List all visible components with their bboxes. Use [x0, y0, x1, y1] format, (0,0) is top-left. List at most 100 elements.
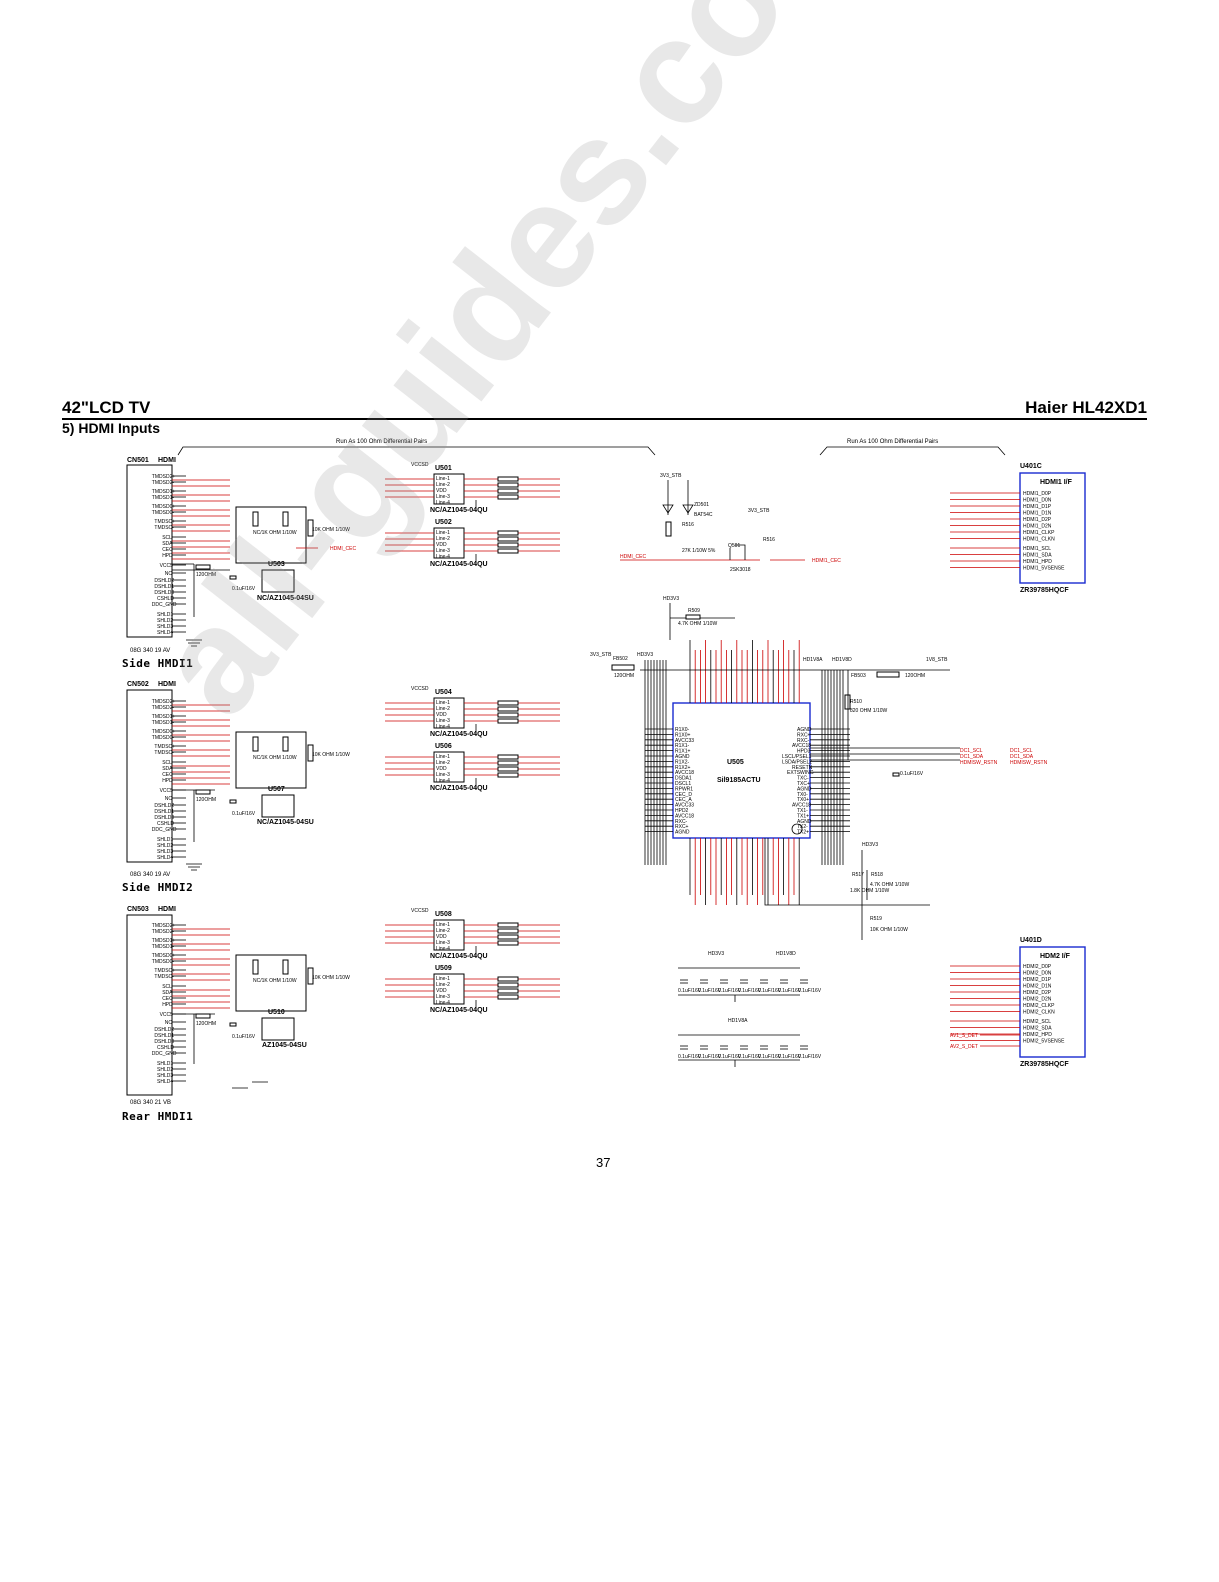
- u505-right-pin: RESETN: [792, 765, 813, 771]
- ferrite-bead: [497, 494, 519, 500]
- svg-text:FB503: FB503: [851, 673, 866, 679]
- interface-pin: HDMI1_SDA: [1023, 553, 1052, 559]
- esd-pin-label: Line-3: [436, 718, 450, 724]
- svg-text:0.1uF/16V: 0.1uF/16V: [900, 771, 924, 777]
- esd-pin-label: Line-2: [436, 536, 450, 542]
- ferrite-bead: [497, 940, 519, 946]
- u505-left-pin: RXC+: [675, 824, 689, 830]
- esd-part-label: NC/AZ1045-04QU: [430, 561, 488, 568]
- svg-text:10K OHM 1/10W: 10K OHM 1/10W: [312, 975, 350, 981]
- esd-ic-label: U509: [435, 965, 452, 972]
- esd-part-label: NC/AZ1045-04QU: [430, 1007, 488, 1014]
- soc-hdmi2-interface: U401D HDM2 I/F ZR39785HQCF AV1_S_DET AV2…: [950, 937, 1086, 1068]
- interface-pin: HDMI1_D0P: [1023, 491, 1052, 497]
- connector-pin-label: CEC: [162, 772, 173, 778]
- esd-ic-body: [433, 751, 465, 783]
- interface-pin: HDMI2_D0P: [1023, 964, 1052, 970]
- document-title: 42"LCD TV: [62, 398, 151, 417]
- connector-pin-label: TMDSC-: [154, 974, 174, 980]
- ferrite-bead: [497, 476, 519, 482]
- svg-text:U505: U505: [727, 759, 744, 766]
- power-rails: 3V3_STB FB502 120OHM HD3V3 HD1V8A HD1V8D…: [590, 652, 950, 760]
- ferrite-bead: [497, 760, 519, 766]
- svg-text:Q501: Q501: [728, 543, 740, 549]
- connector-pin-label: TMDSD1+: [152, 714, 176, 720]
- svg-text:R517: R517: [852, 872, 864, 878]
- u505-right-pin: AGND: [797, 819, 812, 825]
- header-divider: [62, 418, 1147, 420]
- connector-pin-label: SHLD1: [157, 837, 173, 843]
- interface-pin: HDMI1_5VSENSE: [1023, 566, 1065, 572]
- u505-right-pin: LSDA/PSEL2: [782, 759, 812, 765]
- u505-left-pin: RXC-: [675, 819, 688, 825]
- connector-pin-label: TMDSD0-: [152, 735, 175, 741]
- ferrite-bead: [497, 700, 519, 706]
- svg-text:U507: U507: [268, 786, 285, 793]
- interface-pin: HDMI1_HPD: [1023, 559, 1052, 565]
- u505-left-pin: AVCC33: [675, 803, 694, 809]
- rear-hdmi1-label: Rear HMDI1: [122, 1110, 194, 1123]
- connector-pin-label: SHLD1: [157, 612, 173, 618]
- connector-pin-label: NC: [165, 1020, 173, 1026]
- svg-text:R519: R519: [870, 916, 882, 922]
- svg-text:2SK3018: 2SK3018: [730, 567, 751, 573]
- connector-pin-label: SHLD2: [157, 1067, 173, 1073]
- connector-pin-label: SHLD2: [157, 843, 173, 849]
- u505-left-pin: R1X2-: [675, 759, 690, 765]
- connector-pin-label: TMDSC+: [154, 519, 175, 525]
- esd-pin-label: Line-2: [436, 482, 450, 488]
- connector-pin-label: VCC5: [160, 1012, 174, 1018]
- interface-pin: HDMI2_HPD: [1023, 1032, 1052, 1038]
- u505-left-pin: CEC_D: [675, 792, 692, 798]
- u505-left-pin: R1X0+: [675, 732, 691, 738]
- capacitor-value: 0.1uF/16V: [778, 988, 802, 994]
- esd-pin-label: VDD: [436, 988, 447, 994]
- u505-right-pin: TXC-: [797, 776, 809, 782]
- capacitor-value: 0.1uF/16V: [718, 1054, 742, 1060]
- svg-text:820 OHM 1/10W: 820 OHM 1/10W: [850, 708, 888, 714]
- svg-text:NC/1K OHM 1/10W: NC/1K OHM 1/10W: [253, 755, 297, 761]
- connector-pin-label: VCC5: [160, 788, 174, 794]
- interface-pin: HDMI1_D2P: [1023, 517, 1052, 523]
- svg-text:HD3V3: HD3V3: [862, 842, 878, 848]
- svg-text:NC/1K OHM 1/10W: NC/1K OHM 1/10W: [253, 530, 297, 536]
- connector-pin-label: CEC: [162, 547, 173, 553]
- connector-pin-label: SDA: [162, 766, 173, 772]
- connector-pin-label: TMDSD1-: [152, 495, 175, 501]
- diff-pair-note-right: Run As 100 Ohm Differential Pairs: [847, 439, 938, 445]
- connector-pin-label: SCL: [162, 760, 172, 766]
- svg-text:3V3_STB: 3V3_STB: [590, 652, 612, 658]
- svg-text:HD1V8A: HD1V8A: [803, 657, 823, 663]
- connector-pin-label: SHLD3: [157, 1073, 173, 1079]
- svg-text:ZD501: ZD501: [694, 502, 709, 508]
- u505-right-pin: HPD3: [797, 749, 811, 755]
- ferrite-bead: [497, 982, 519, 988]
- svg-text:U401D: U401D: [1020, 937, 1042, 944]
- model-title: Haier HL42XD1: [1025, 398, 1147, 417]
- page-number: 37: [596, 1155, 611, 1170]
- svg-text:CN503: CN503: [127, 906, 149, 913]
- esd-pin-label: Line-1: [436, 700, 450, 706]
- svg-text:HD3V3: HD3V3: [708, 951, 724, 957]
- connector-pin-label: TMDSC-: [154, 750, 174, 756]
- cap-row-1: 0.1uF/16V0.1uF/16V0.1uF/16V0.1uF/16V0.1u…: [678, 979, 822, 994]
- hdmi-connector-cn503: CN503 HDMI 08G 340 21 VB: [126, 906, 176, 1106]
- svg-text:CN502: CN502: [127, 681, 149, 688]
- svg-text:10K OHM 1/10W: 10K OHM 1/10W: [312, 752, 350, 758]
- connector-pin-label: TMDSD0+: [152, 504, 176, 510]
- u505-left-pin: CEC_A: [675, 797, 692, 803]
- interface-pin: HDMI2_CLKP: [1023, 1003, 1055, 1009]
- esd-ic-label: U501: [435, 465, 452, 472]
- connector-pin-label: TMDSD0+: [152, 953, 176, 959]
- esd-pin-label: VDD: [436, 542, 447, 548]
- svg-text:AV1_S_DET: AV1_S_DET: [950, 1033, 978, 1039]
- svg-text:HDMI1_CEC: HDMI1_CEC: [812, 558, 841, 564]
- connector-pin-label: TMDSD2-: [152, 480, 175, 486]
- svg-text:120OHM: 120OHM: [614, 673, 634, 679]
- connector-pin-label: HPD: [162, 778, 173, 784]
- svg-text:ZR39785HQCF: ZR39785HQCF: [1020, 1061, 1069, 1068]
- svg-text:NC/AZ1045-04SU: NC/AZ1045-04SU: [257, 595, 314, 602]
- ferrite-bead: [497, 976, 519, 982]
- svg-text:10K OHM 1/10W: 10K OHM 1/10W: [312, 527, 350, 533]
- connector-pin-label: TMDSC+: [154, 968, 175, 974]
